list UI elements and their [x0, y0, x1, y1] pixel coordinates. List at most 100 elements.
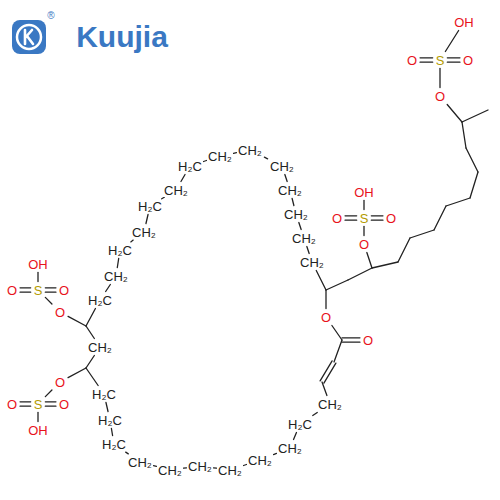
bond-line — [86, 326, 94, 339]
carbon-group-label: H₂C — [91, 388, 117, 401]
bond-line — [372, 262, 398, 268]
bond-line — [45, 390, 52, 397]
bond-line — [274, 453, 277, 454]
bond-line — [86, 356, 94, 369]
carbon-group-label: H₂C — [101, 438, 127, 451]
bond-line — [447, 57, 460, 58]
bond-line — [462, 122, 466, 148]
bond-line — [371, 215, 383, 216]
bond-line — [398, 238, 410, 262]
bond-line — [420, 62, 433, 63]
bond-line — [234, 152, 237, 154]
bond-line — [37, 273, 38, 282]
carbon-group-label: CH₂ — [247, 454, 273, 467]
bond-line — [447, 105, 462, 123]
bond-line — [111, 429, 112, 436]
bond-line — [45, 287, 56, 288]
bond-line — [462, 110, 488, 122]
bond-line — [299, 223, 301, 230]
bond-line — [117, 259, 118, 268]
oxygen-label: O — [331, 212, 343, 225]
bond-line — [45, 406, 56, 407]
oxygen-label: O — [58, 398, 70, 411]
oxygen-label: O — [320, 311, 332, 324]
oxygen-label: O — [6, 398, 18, 411]
logo-ring — [17, 25, 41, 49]
sulfur-label: S — [33, 398, 44, 411]
carbon-group-label: CH₂ — [277, 442, 303, 455]
oxygen-label: O — [6, 284, 18, 297]
bond-line — [181, 175, 185, 182]
bond-line — [307, 247, 309, 254]
bond-line — [470, 172, 478, 198]
oxygen-label: O — [58, 284, 70, 297]
trademark-sign: ® — [46, 11, 55, 21]
bond-line — [244, 465, 247, 466]
carbon-group-label: CH₂ — [283, 208, 309, 221]
carbon-group-label: CH₂ — [291, 232, 317, 245]
oxygen-label: OH — [27, 258, 49, 271]
bond-line — [68, 316, 86, 326]
carbon-group-label: CH₂ — [163, 184, 189, 197]
carbon-group-label: H₂C — [107, 244, 133, 257]
oxygen-label: O — [362, 334, 374, 347]
oxygen-label: O — [54, 306, 66, 319]
bond-line — [106, 285, 111, 292]
oxygen-label: OH — [353, 186, 375, 199]
bond-line — [37, 413, 38, 422]
oxygen-label: O — [385, 212, 397, 225]
bond-line — [204, 161, 207, 162]
carbon-group-label: CH₂ — [127, 456, 153, 469]
bond-line — [45, 297, 52, 304]
sulfur-label: S — [359, 212, 370, 225]
carbon-group-label: CH₂ — [299, 256, 325, 269]
oxygen-label: O — [434, 90, 446, 103]
carbon-group-label: CH₂ — [187, 460, 213, 473]
bond-line — [285, 175, 287, 182]
bond-line — [325, 290, 326, 309]
bond-line — [294, 433, 297, 440]
bond-line — [371, 220, 383, 221]
sulfur-label: S — [33, 284, 44, 297]
logo-badge — [12, 20, 46, 54]
bond-line — [214, 467, 217, 469]
bond-line — [126, 452, 129, 454]
bond-line — [322, 382, 327, 396]
bond-line — [146, 215, 148, 224]
bond-line — [342, 337, 360, 338]
carbon-group-label: H₂C — [137, 200, 163, 213]
logo-letter-mark — [25, 30, 33, 44]
oxygen-label: O — [462, 54, 474, 67]
carbon-group-label: CH₂ — [317, 398, 343, 411]
bond-line — [292, 199, 294, 206]
bond-line — [332, 326, 342, 341]
oxygen-label: O — [54, 376, 66, 389]
oxygen-label: OH — [453, 16, 475, 29]
bond-line — [342, 342, 360, 343]
bond-line — [348, 268, 372, 280]
carbon-group-label: CH₂ — [277, 184, 303, 197]
bond-line — [446, 198, 470, 206]
carbon-group-label: H₂C — [177, 160, 203, 173]
bond-line — [345, 215, 357, 216]
bond-line — [106, 403, 108, 412]
sulfur-label: S — [435, 54, 446, 67]
bond-line — [367, 253, 372, 269]
bond-line — [466, 148, 478, 172]
bond-line — [434, 206, 446, 230]
carbon-group-label: CH₂ — [131, 226, 157, 239]
bond-line — [363, 227, 364, 236]
bond-line — [410, 230, 434, 238]
oxygen-label: O — [358, 238, 370, 251]
bond-line — [264, 157, 267, 159]
bond-line — [20, 292, 31, 293]
carbon-group-label: CH₂ — [207, 150, 233, 163]
carbon-group-label: CH₂ — [87, 341, 113, 354]
carbon-group-label: CH₂ — [103, 270, 129, 283]
bond-line — [326, 280, 348, 290]
bond-line — [20, 406, 31, 407]
carbon-group-label: CH₂ — [217, 464, 243, 477]
